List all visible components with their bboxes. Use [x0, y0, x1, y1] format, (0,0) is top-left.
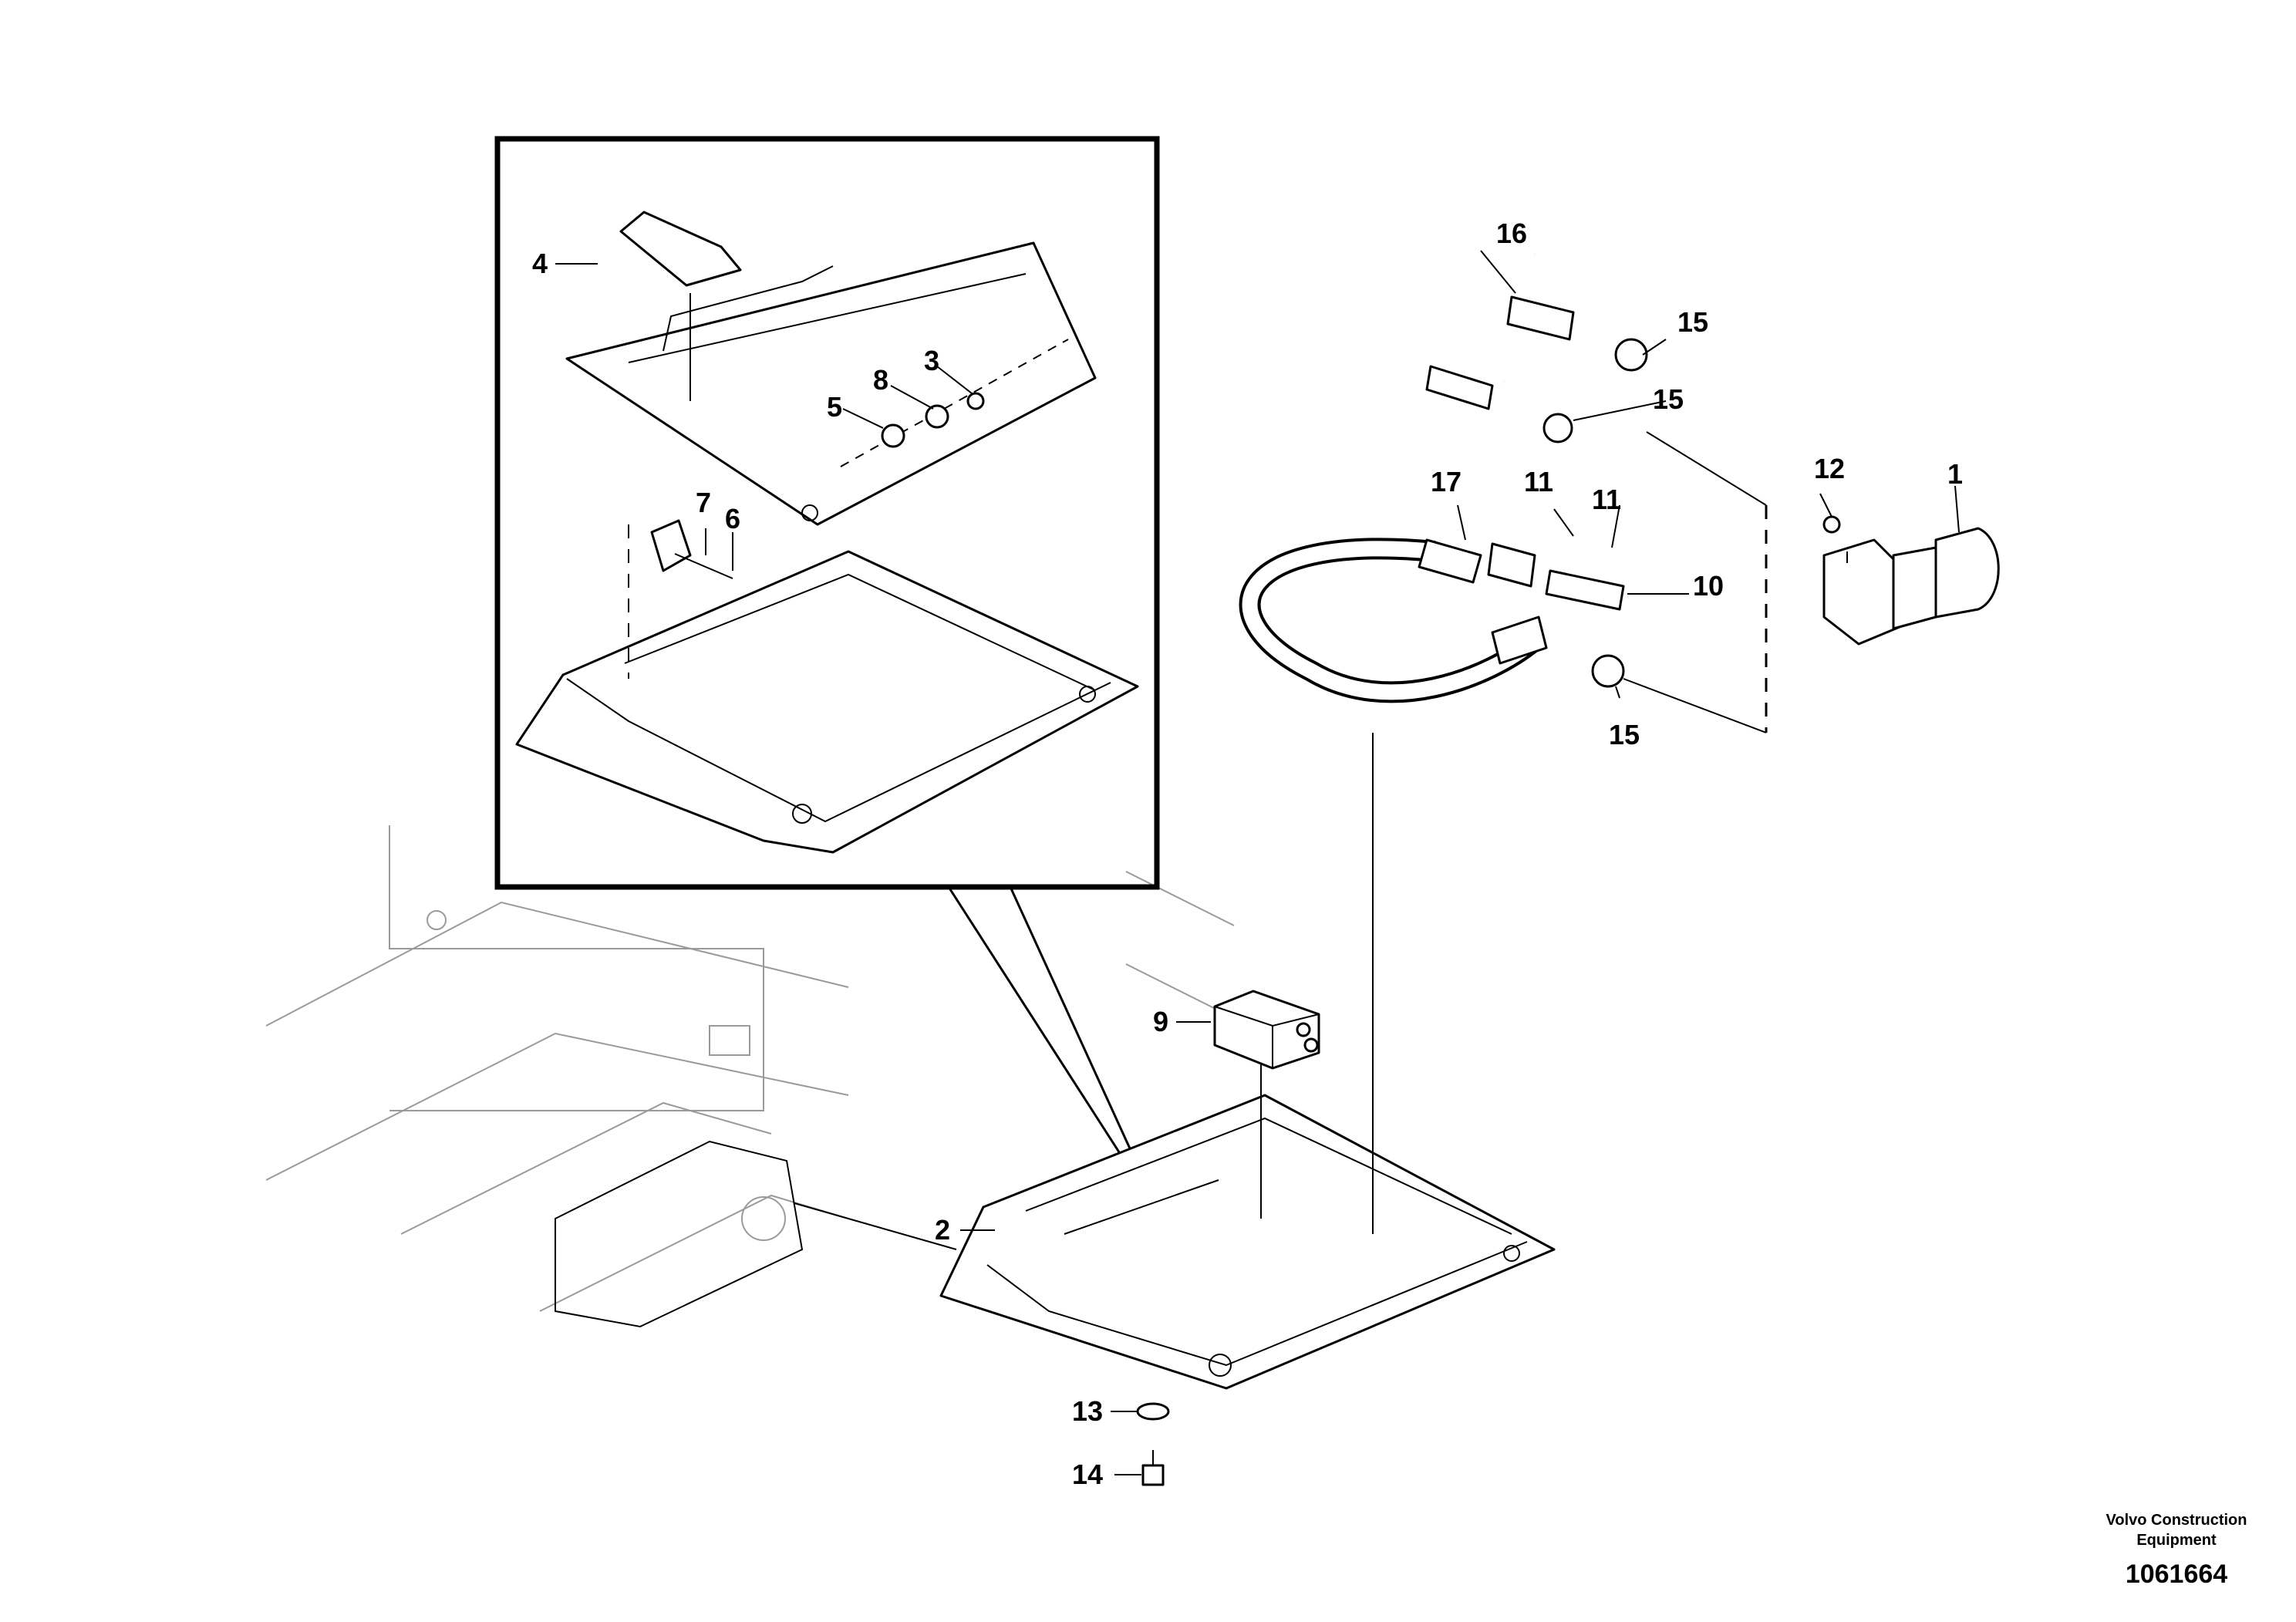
callout-5: 5	[826, 391, 843, 423]
callout-2: 2	[934, 1214, 951, 1246]
company-name-line1: Volvo Construction	[2106, 1512, 2247, 1529]
hose-17	[1239, 538, 1625, 703]
callout-9: 9	[1152, 1006, 1169, 1037]
leader-lines	[555, 250, 1960, 1475]
callout-11a: 11	[1523, 466, 1554, 497]
callout-3: 3	[923, 345, 940, 376]
drawing-number: 1061664	[2125, 1560, 2228, 1589]
callout-14: 14	[1071, 1458, 1104, 1490]
component-1	[1822, 515, 2000, 646]
callout-1: 1	[1947, 458, 1964, 490]
detail-inset-frame	[494, 136, 1160, 890]
callout-15a: 15	[1677, 306, 1709, 338]
hose-16	[1263, 239, 1648, 443]
inset-lower-tray	[515, 519, 1139, 854]
callout-6: 6	[724, 503, 741, 534]
callout-15c: 15	[1608, 719, 1640, 750]
callout-13: 13	[1071, 1395, 1104, 1427]
company-name-line2: Equipment	[2136, 1532, 2217, 1549]
relay-box	[1213, 990, 1320, 1070]
machine-frame	[265, 825, 1235, 1312]
inset-upper-tray	[565, 211, 1097, 526]
callout-11b: 11	[1591, 484, 1622, 515]
callout-10: 10	[1692, 570, 1725, 602]
callout-17: 17	[1430, 466, 1462, 497]
callout-8: 8	[872, 364, 889, 396]
main-tray	[939, 733, 1556, 1390]
callout-7: 7	[695, 487, 712, 518]
callout-12: 12	[1813, 453, 1846, 484]
callout-15b: 15	[1652, 383, 1684, 415]
callout-16: 16	[1495, 218, 1528, 249]
callout-4: 4	[531, 248, 548, 279]
